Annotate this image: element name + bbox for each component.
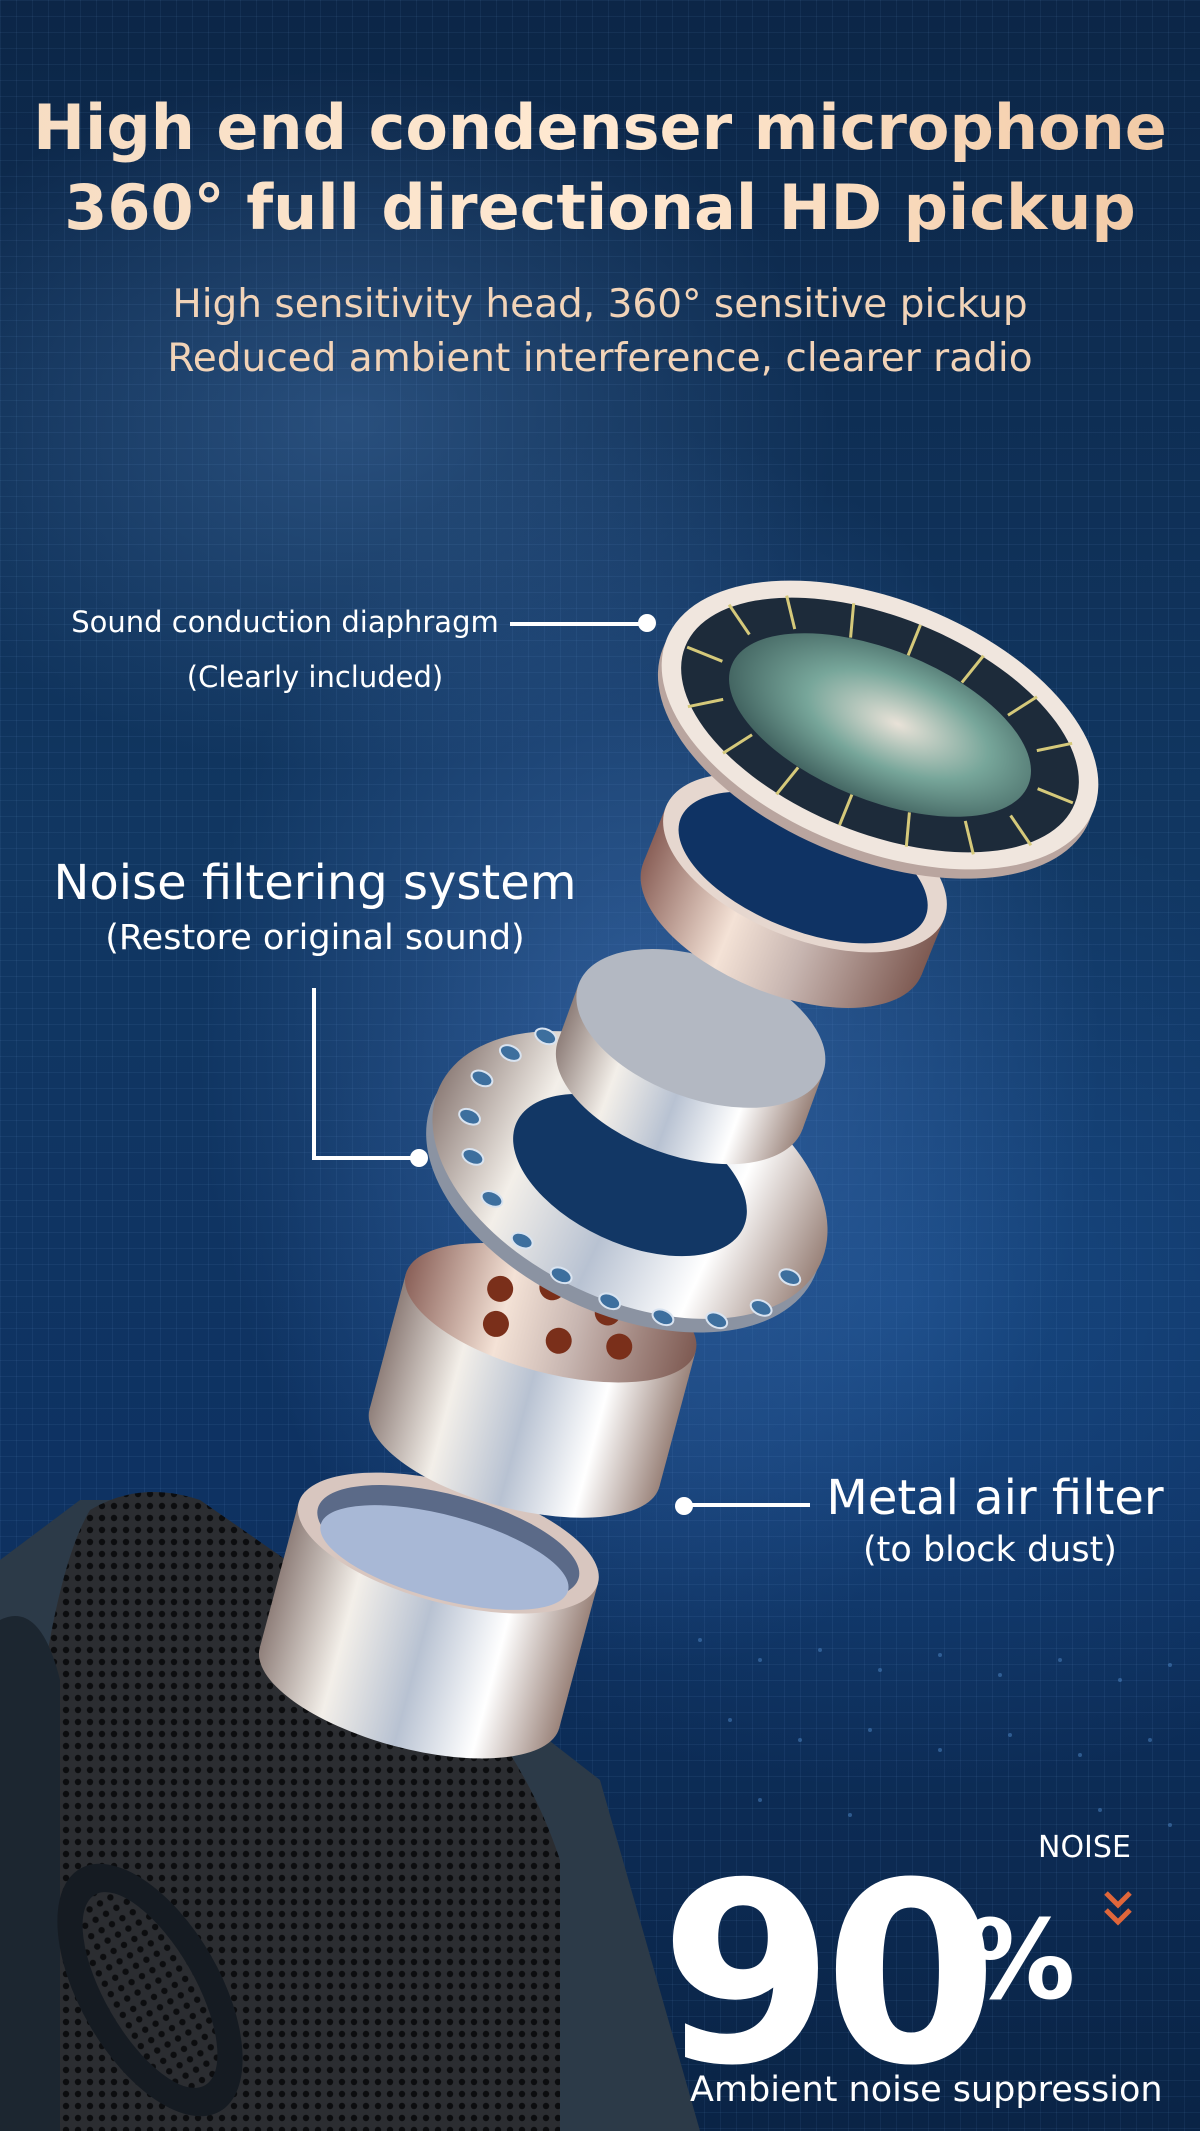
diaphragm-leader-dot (638, 614, 656, 632)
suppression-unit: % (965, 1896, 1076, 2024)
diaphragm (657, 580, 1099, 879)
solid-disc (555, 948, 826, 1165)
noise-filter-leader-horizontal (312, 1156, 420, 1160)
noise-filter-callout-note: (Restore original sound) (105, 918, 525, 958)
headline-line-1: High end condenser microphone (0, 88, 1200, 168)
particle-field (698, 1638, 1172, 1827)
suppression-caption: Ambient noise suppression (690, 2070, 1163, 2110)
air-filter-leader-dot (675, 1497, 693, 1515)
diaphragm-leader-line (510, 622, 645, 626)
subtitle-line-2: Reduced ambient interference, clearer ra… (167, 336, 1033, 381)
suppression-value: 90 (660, 1829, 998, 2120)
diaphragm-callout-note: (Clearly included) (186, 660, 444, 694)
diaphragm-callout-title: Sound conduction diaphragm (71, 605, 499, 639)
air-filter-callout-title: Metal air filter (826, 1470, 1164, 1526)
air-filter-callout-note: (to block dust) (863, 1530, 1117, 1570)
noise-filter-callout-title: Noise filtering system (53, 855, 577, 911)
copper-cylinder (368, 1242, 697, 1518)
noise-filter-leader-dot (410, 1149, 428, 1167)
headline-line-2: 360° full directional HD pickup (0, 168, 1200, 248)
air-filter-leader-line (690, 1503, 810, 1507)
noise-filter-leader-vertical (312, 988, 316, 1160)
microphone-body (0, 1492, 700, 2131)
subtitle-line-1: High sensitivity head, 360° sensitive pi… (172, 282, 1028, 327)
noise-label: NOISE (1038, 1830, 1131, 1865)
